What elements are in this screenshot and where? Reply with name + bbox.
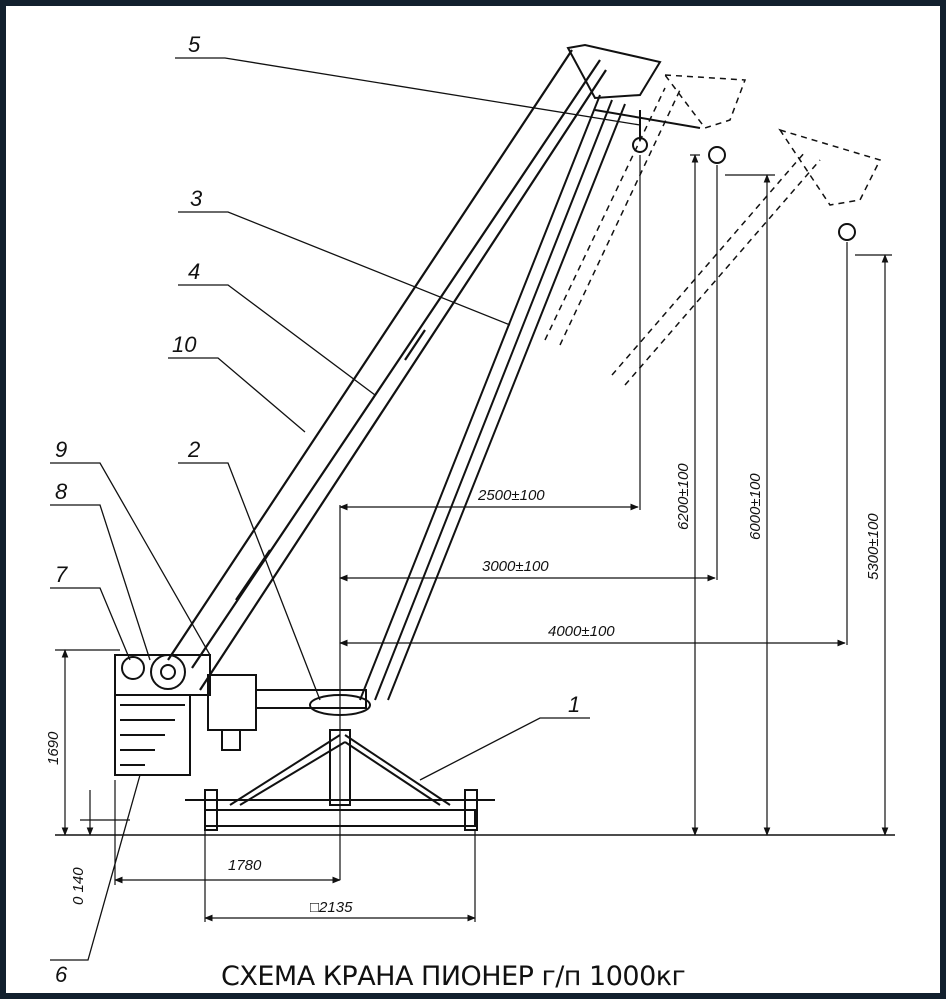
callout-5: 5 [188, 32, 201, 57]
base-length-label: 1780 [228, 857, 262, 874]
callout-4: 4 [188, 259, 200, 284]
height-dim-lines [55, 154, 892, 836]
callout-9: 9 [55, 437, 67, 462]
callout-7: 7 [55, 562, 68, 587]
boom-strut [359, 94, 626, 701]
callout-10: 10 [172, 332, 197, 357]
reach-4000-label: 4000±100 [548, 623, 615, 640]
reach-2500-label: 2500±100 [477, 487, 545, 504]
base-square-label: □2135 [310, 899, 353, 916]
base-dim-lines [114, 780, 476, 922]
turntable [207, 674, 371, 751]
reach-dim-lines [339, 155, 848, 647]
hook-alt-2 [838, 223, 856, 241]
clearance-label: 0 140 [70, 867, 87, 905]
height-5300-label: 5300±100 [865, 513, 882, 580]
callout-6: 6 [55, 962, 68, 987]
jib-position-alt [544, 74, 882, 386]
crane-schematic: 5 3 4 10 2 9 8 7 1 6 2500±100 3000±100 4… [45, 32, 895, 987]
boom [167, 49, 607, 691]
callout-8: 8 [55, 479, 68, 504]
callout-1: 1 [568, 692, 580, 717]
reach-3000-label: 3000±100 [482, 558, 549, 575]
counterweight [114, 694, 191, 776]
diagram-title: СХЕМА КРАНА ПИОНЕР г/п 1000кг [221, 961, 686, 992]
height-6200-label: 6200±100 [675, 463, 692, 530]
leader-lines [50, 57, 641, 961]
height-6000-label: 6000±100 [747, 473, 764, 540]
base-height-label: 1690 [45, 731, 62, 765]
hook-alt-1 [708, 146, 726, 164]
callout-3: 3 [190, 186, 203, 211]
callout-2: 2 [187, 437, 200, 462]
